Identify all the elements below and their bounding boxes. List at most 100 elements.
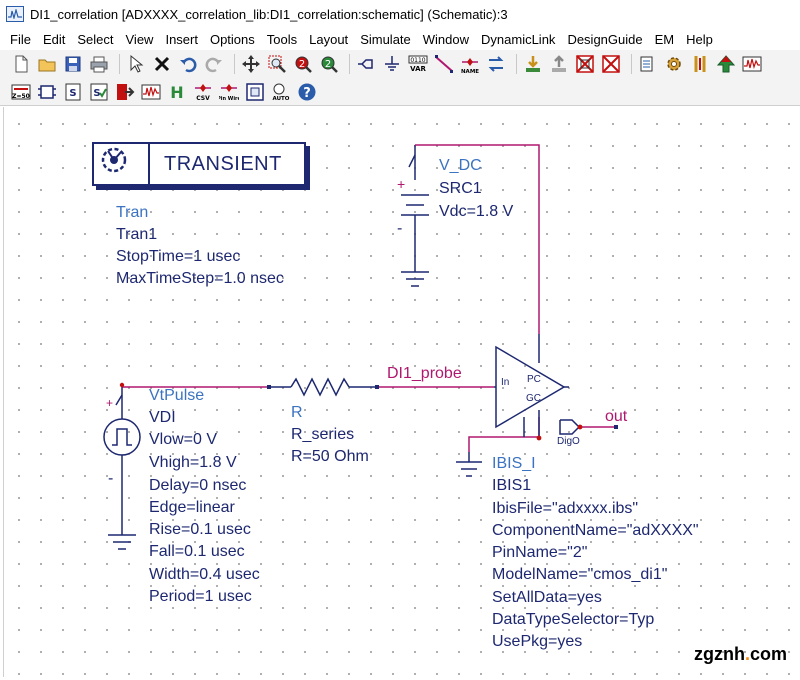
svg-text:?: ? xyxy=(303,86,311,101)
vtpulse-fall-param: Fall=0.1 usec xyxy=(149,543,245,560)
menu-file[interactable]: File xyxy=(10,31,31,47)
toolbar-separator xyxy=(631,54,632,74)
transient-controller[interactable]: TRANSIENT xyxy=(92,142,306,186)
resistor-pin-right xyxy=(375,385,379,389)
vtpulse-instance-label: VDI xyxy=(149,409,176,426)
port-arrow-icon[interactable] xyxy=(114,81,136,103)
short-icon[interactable] xyxy=(600,53,622,75)
menu-em[interactable]: EM xyxy=(654,31,675,47)
title-bar: DI1_correlation [ADXXXX_correlation_lib:… xyxy=(0,0,800,28)
swap-icon[interactable] xyxy=(485,53,507,75)
menu-options[interactable]: Options xyxy=(209,31,255,47)
netlist-icon[interactable] xyxy=(637,53,659,75)
zoom-in-icon[interactable]: 2 xyxy=(292,53,314,75)
resistor-symbol[interactable] xyxy=(269,377,377,397)
vtpulse-period-param: Period=1 usec xyxy=(149,588,252,605)
waveform-icon[interactable] xyxy=(741,53,763,75)
s-check-icon[interactable]: S xyxy=(88,81,110,103)
net-label-di1-probe[interactable]: DI1_probe xyxy=(387,365,462,382)
menu-designguide[interactable]: DesignGuide xyxy=(567,31,643,47)
vdc-instance-label: SRC1 xyxy=(439,180,482,197)
transient-maxtimestep-param: MaxTimeStep=1.0 nsec xyxy=(116,270,284,287)
menu-window[interactable]: Window xyxy=(422,31,470,47)
name-icon[interactable]: NAME xyxy=(459,53,481,75)
menu-edit[interactable]: Edit xyxy=(42,31,66,47)
simulate-icon[interactable] xyxy=(715,53,737,75)
ibis-usepkg-param: UsePkg=yes xyxy=(492,633,583,650)
out-net-node xyxy=(614,425,618,429)
sim-wave-icon[interactable] xyxy=(140,81,162,103)
menu-bar: File Edit Select View Insert Options Too… xyxy=(0,28,800,50)
ibis-pin-pc-label: PC xyxy=(527,374,541,385)
menu-simulate[interactable]: Simulate xyxy=(360,31,411,47)
csv-icon[interactable]: CSV xyxy=(192,81,214,103)
wire-icon[interactable] xyxy=(433,53,455,75)
menu-select[interactable]: Select xyxy=(77,31,114,47)
wires xyxy=(122,144,616,452)
z50-icon[interactable]: Z=50 xyxy=(10,81,32,103)
ibis-type-label: IBIS_I xyxy=(492,455,536,472)
ibis-file-param: IbisFile="adxxxx.ibs" xyxy=(492,500,639,517)
port-icon[interactable] xyxy=(355,53,377,75)
menu-help[interactable]: Help xyxy=(686,31,713,47)
svg-text:Pin Wire: Pin Wire xyxy=(219,96,239,102)
h-icon[interactable]: H xyxy=(166,81,188,103)
open-folder-icon[interactable] xyxy=(36,53,58,75)
upload-icon[interactable] xyxy=(548,53,570,75)
toolbar-separator xyxy=(516,54,517,74)
vtpulse-edge-param: Edge=linear xyxy=(149,499,235,516)
toolbar-separator xyxy=(234,54,235,74)
vdc-value-param: Vdc=1.8 V xyxy=(439,203,514,220)
auto-icon[interactable]: AUTO xyxy=(270,81,292,103)
transient-stoptime-param: StopTime=1 usec xyxy=(116,248,241,265)
schematic-canvas[interactable]: TRANSIENT Tran Tran1 StopTime=1 usec Max… xyxy=(3,107,797,677)
vdc-source-symbol[interactable] xyxy=(401,145,429,287)
help-icon[interactable]: ? xyxy=(296,81,318,103)
svg-text:Z=50: Z=50 xyxy=(12,93,30,100)
gear-icon[interactable] xyxy=(663,53,685,75)
layout-icon[interactable] xyxy=(244,81,266,103)
secondary-toolbar: Z=50 S S H CSV Pin Wire AUTO ? xyxy=(0,78,800,106)
vtpulse-width-param: Width=0.4 usec xyxy=(149,566,260,583)
new-icon[interactable] xyxy=(10,53,32,75)
zoom-area-icon[interactable] xyxy=(266,53,288,75)
watermark-dot: . xyxy=(744,644,750,664)
svg-text:NAME: NAME xyxy=(461,69,479,74)
svg-text:S: S xyxy=(93,88,100,99)
digo-probe-symbol[interactable] xyxy=(559,419,581,435)
menu-dynamiclink[interactable]: DynamicLink xyxy=(481,31,556,47)
save-icon[interactable] xyxy=(62,53,84,75)
net-label-out[interactable]: out xyxy=(605,408,628,425)
menu-tools[interactable]: Tools xyxy=(266,31,298,47)
s-param-icon[interactable]: S xyxy=(62,81,84,103)
download-icon[interactable] xyxy=(522,53,544,75)
ground-icon[interactable] xyxy=(381,53,403,75)
menu-view[interactable]: View xyxy=(125,31,154,47)
vtpulse-vhigh-param: Vhigh=1.8 V xyxy=(149,454,237,471)
menu-insert[interactable]: Insert xyxy=(165,31,198,47)
deactivate-icon[interactable] xyxy=(574,53,596,75)
component-icon[interactable] xyxy=(36,81,58,103)
move-icon[interactable] xyxy=(240,53,262,75)
svg-text:2: 2 xyxy=(325,59,331,70)
pin-wire-icon[interactable]: Pin Wire xyxy=(218,81,240,103)
vtpulse-source-symbol[interactable] xyxy=(103,387,141,550)
vtpulse-plus-sign: + xyxy=(106,396,114,410)
digo-pin xyxy=(577,424,583,430)
delete-x-icon[interactable] xyxy=(151,53,173,75)
svg-text:H: H xyxy=(170,83,183,102)
select-pointer-icon[interactable] xyxy=(125,53,147,75)
zoom-out-icon[interactable]: 2 xyxy=(318,53,340,75)
menu-layout[interactable]: Layout xyxy=(309,31,349,47)
ibis-modelname-param: ModelName="cmos_di1" xyxy=(492,566,668,583)
tuning-icon[interactable] xyxy=(689,53,711,75)
transient-gear-icon xyxy=(94,144,150,184)
digo-label: DigO xyxy=(557,436,580,447)
redo-icon[interactable] xyxy=(203,53,225,75)
vtpulse-vlow-param: Vlow=0 V xyxy=(149,431,218,448)
undo-icon[interactable] xyxy=(177,53,199,75)
print-icon[interactable] xyxy=(88,53,110,75)
ibis-buffer-symbol[interactable] xyxy=(494,334,569,437)
